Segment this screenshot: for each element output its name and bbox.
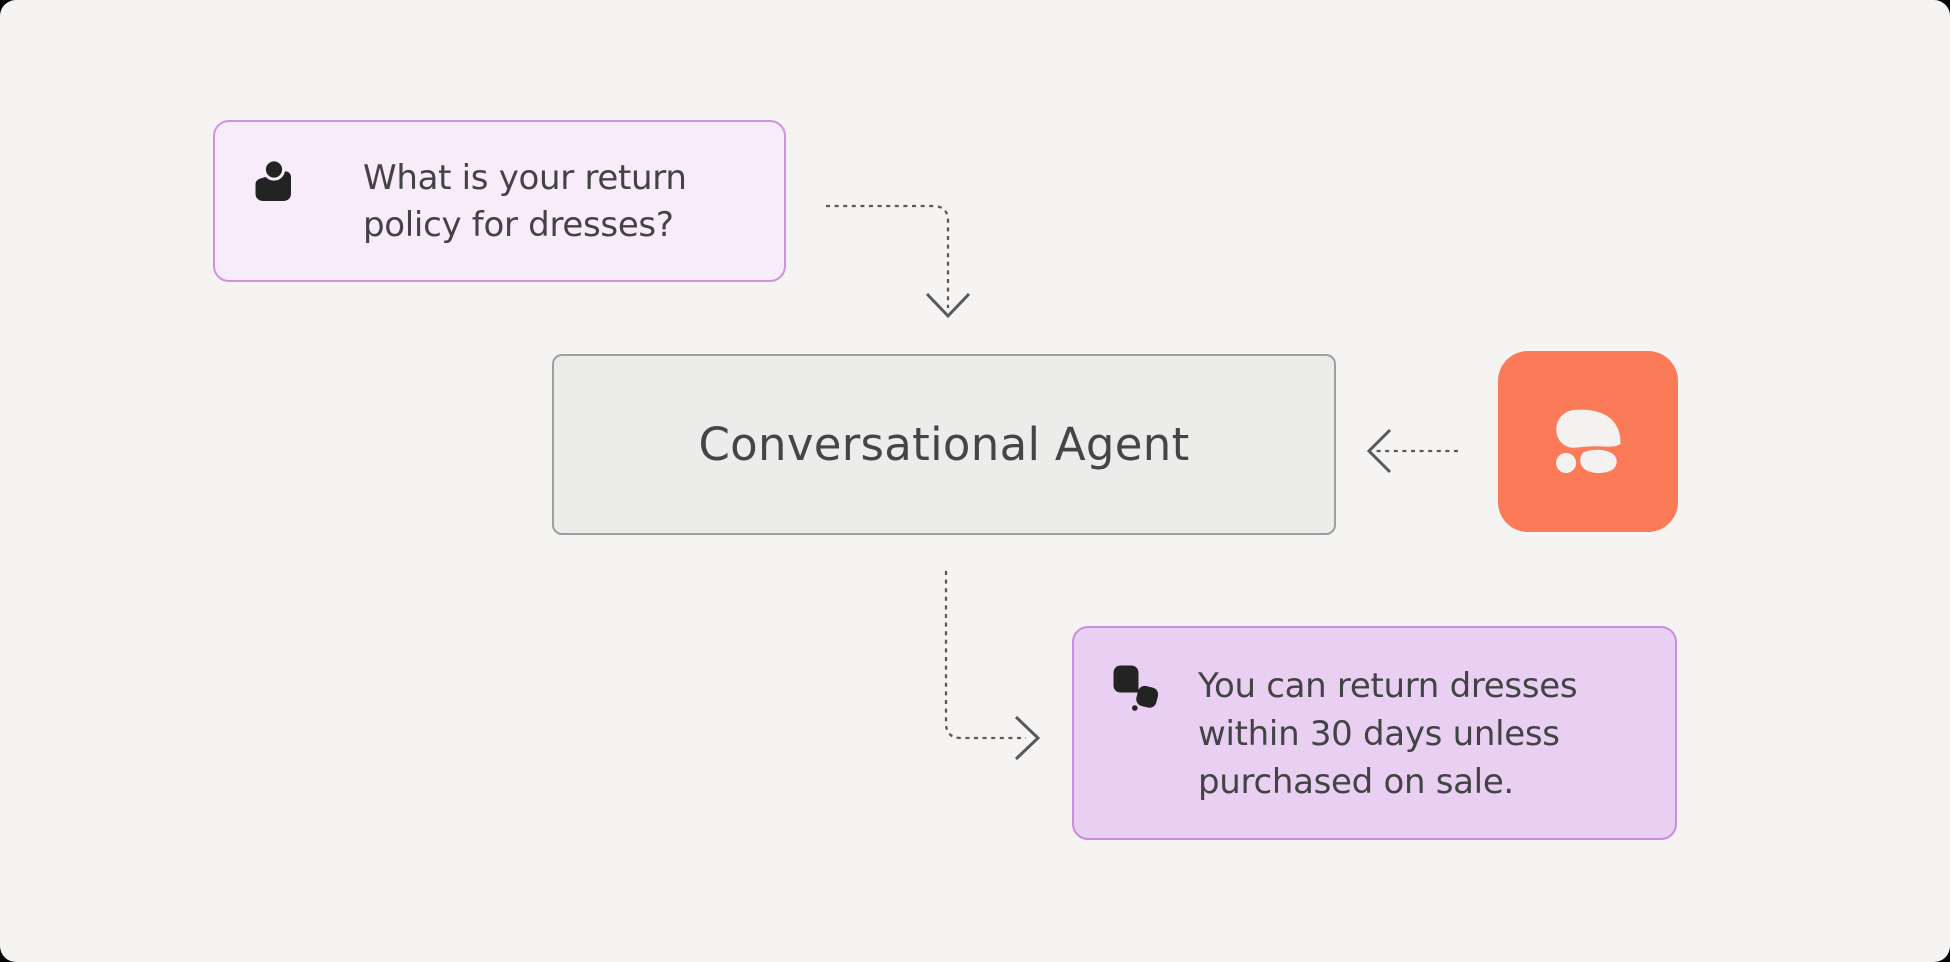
- zowie-blob-logo-icon: [1555, 409, 1620, 474]
- arrow-brand-to-agent: [1366, 428, 1458, 474]
- brand-tile: [1498, 351, 1678, 532]
- bot-message-box: You can return dresses within 30 days un…: [1072, 626, 1677, 840]
- agent-box: Conversational Agent: [552, 354, 1336, 535]
- chat-bubbles-icon: [1113, 665, 1158, 711]
- arrow-user-to-agent: [826, 204, 971, 319]
- agent-label: Conversational Agent: [698, 418, 1190, 471]
- person-icon: [255, 159, 291, 201]
- arrowhead-right-icon: [1014, 715, 1041, 761]
- arrowhead-down-icon: [925, 292, 971, 319]
- arrowhead-left-icon: [1366, 428, 1392, 474]
- user-message-box: What is your return policy for dresses?: [213, 120, 786, 282]
- user-message-text: What is your return policy for dresses?: [363, 158, 687, 245]
- arrow-agent-to-bot: [944, 571, 1041, 761]
- bot-message-text: You can return dresses within 30 days un…: [1198, 666, 1578, 802]
